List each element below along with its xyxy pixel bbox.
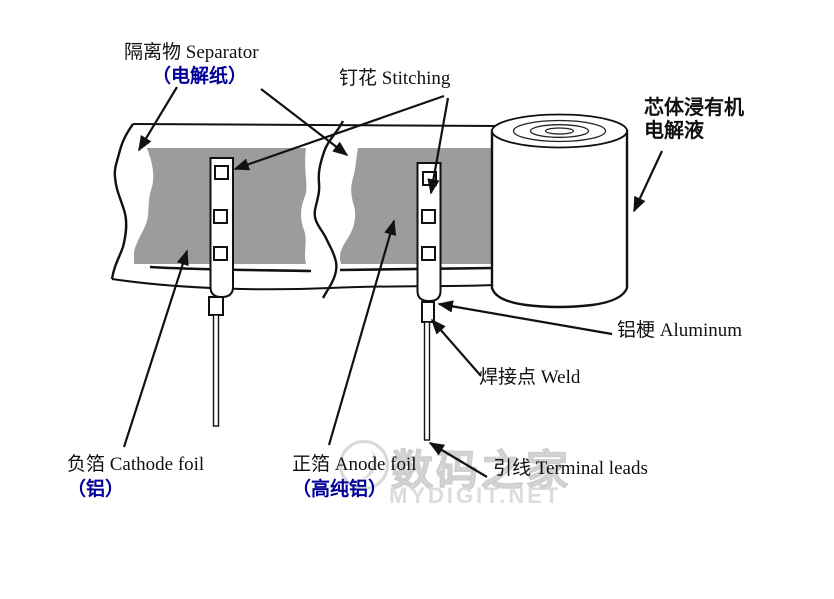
label-cathode-foil-text: 负箔 Cathode foil xyxy=(67,454,205,475)
label-aluminum-stem-text: 铝梗 Aluminum xyxy=(617,320,743,341)
stitch-square xyxy=(421,246,436,261)
arrow-cathode-foil xyxy=(122,249,189,448)
stitch-square xyxy=(213,246,228,261)
cylinder-body xyxy=(490,129,629,309)
arrow-weld-point xyxy=(430,318,482,377)
label-separator-paper-text: （电解纸） xyxy=(152,66,248,87)
label-separator-text: 隔离物 Separator xyxy=(124,42,259,63)
label-separator-paper: （电解纸） xyxy=(152,65,247,89)
label-cathode-material: （铝） xyxy=(67,478,124,502)
label-core-electrolyte: 芯体浸有机 电解液 xyxy=(644,97,744,143)
label-separator: 隔离物 Separator xyxy=(124,41,259,65)
arrow-separator-right xyxy=(260,88,349,156)
stitch-square xyxy=(214,165,229,180)
label-core-electrolyte-line2: 电解液 xyxy=(644,120,704,142)
arrow-core-electrolyte xyxy=(633,150,663,213)
lead-wire-left xyxy=(212,314,220,427)
label-stitching-text: 钉花 Stitching xyxy=(339,68,451,89)
roll-ellipse-center xyxy=(544,127,575,135)
stitch-square xyxy=(213,209,228,224)
label-anode-material-text: （高纯铝） xyxy=(292,479,388,500)
label-terminal-leads-text: 引线 Terminal leads xyxy=(493,458,648,479)
label-stitching: 钉花 Stitching xyxy=(339,67,450,91)
watermark-logo-icon xyxy=(339,440,389,490)
arrow-anode-foil xyxy=(327,219,397,446)
middle-torn-edge xyxy=(313,120,345,299)
label-aluminum-stem: 铝梗 Aluminum xyxy=(617,319,742,343)
label-anode-material: （高纯铝） xyxy=(292,478,387,502)
roll-ellipse-inner xyxy=(529,124,590,138)
stitch-square xyxy=(421,209,436,224)
wound-core-cylinder xyxy=(490,113,629,309)
arrow-stitching-left xyxy=(233,94,445,171)
weld-joint-right xyxy=(421,301,435,323)
left-torn-edge xyxy=(110,123,134,280)
label-anode-foil: 正箔 Anode foil xyxy=(292,453,417,477)
roll-ellipse-outer xyxy=(491,113,628,149)
arrow-aluminum-stem xyxy=(437,300,613,336)
roll-ellipse-mid xyxy=(512,119,607,143)
cathode-tab xyxy=(208,157,234,427)
anode-tab xyxy=(416,162,442,441)
arrow-stitching-right xyxy=(427,97,450,195)
arrow-separator-left xyxy=(138,86,178,152)
label-cathode-material-text: （铝） xyxy=(67,479,125,500)
arrow-terminal-lead xyxy=(428,442,488,478)
label-weld-point: 焊接点 Weld xyxy=(479,366,580,390)
weld-joint-left xyxy=(208,296,224,316)
strip-top-edge xyxy=(132,123,498,127)
lead-wire-right xyxy=(423,321,431,441)
label-core-electrolyte-line1: 芯体浸有机 xyxy=(644,97,744,119)
watermark-site-url: MYDIGIT.NET xyxy=(389,483,562,508)
label-weld-point-text: 焊接点 Weld xyxy=(479,367,581,388)
label-terminal-leads: 引线 Terminal leads xyxy=(493,457,648,481)
label-cathode-foil: 负箔 Cathode foil xyxy=(67,453,204,477)
callout-arrows xyxy=(122,86,663,478)
label-anode-foil-text: 正箔 Anode foil xyxy=(292,454,417,475)
